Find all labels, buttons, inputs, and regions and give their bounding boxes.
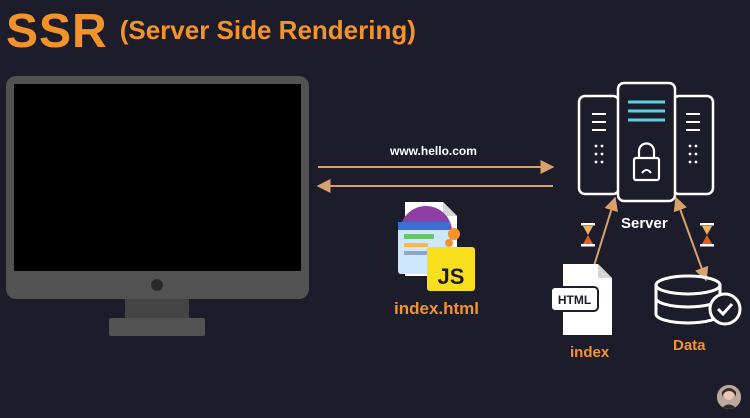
html-badge-text: HTML <box>558 293 591 307</box>
lock-icon <box>632 142 661 182</box>
webpage-icon <box>398 202 460 276</box>
server-data-arrow <box>673 196 709 282</box>
avatar <box>717 385 741 409</box>
title-row: SSR (Server Side Rendering) <box>6 0 416 56</box>
server-label: Server <box>621 215 668 232</box>
url-label: www.hello.com <box>390 144 477 158</box>
server-icon <box>577 81 715 203</box>
check-icon <box>708 292 742 326</box>
data-label: Data <box>673 337 706 354</box>
page-title: SSR <box>6 5 108 58</box>
file-label: index.html <box>394 299 480 318</box>
monitor-icon <box>6 76 309 336</box>
html-file-icon: HTML <box>550 264 612 335</box>
index-label: index <box>570 344 610 361</box>
page-subtitle: (Server Side Rendering) <box>119 15 416 45</box>
hourglass-icon <box>581 223 595 247</box>
js-badge-text: JS <box>438 264 465 289</box>
js-file-icon: JS <box>427 247 475 291</box>
hourglass-icon <box>700 223 714 247</box>
